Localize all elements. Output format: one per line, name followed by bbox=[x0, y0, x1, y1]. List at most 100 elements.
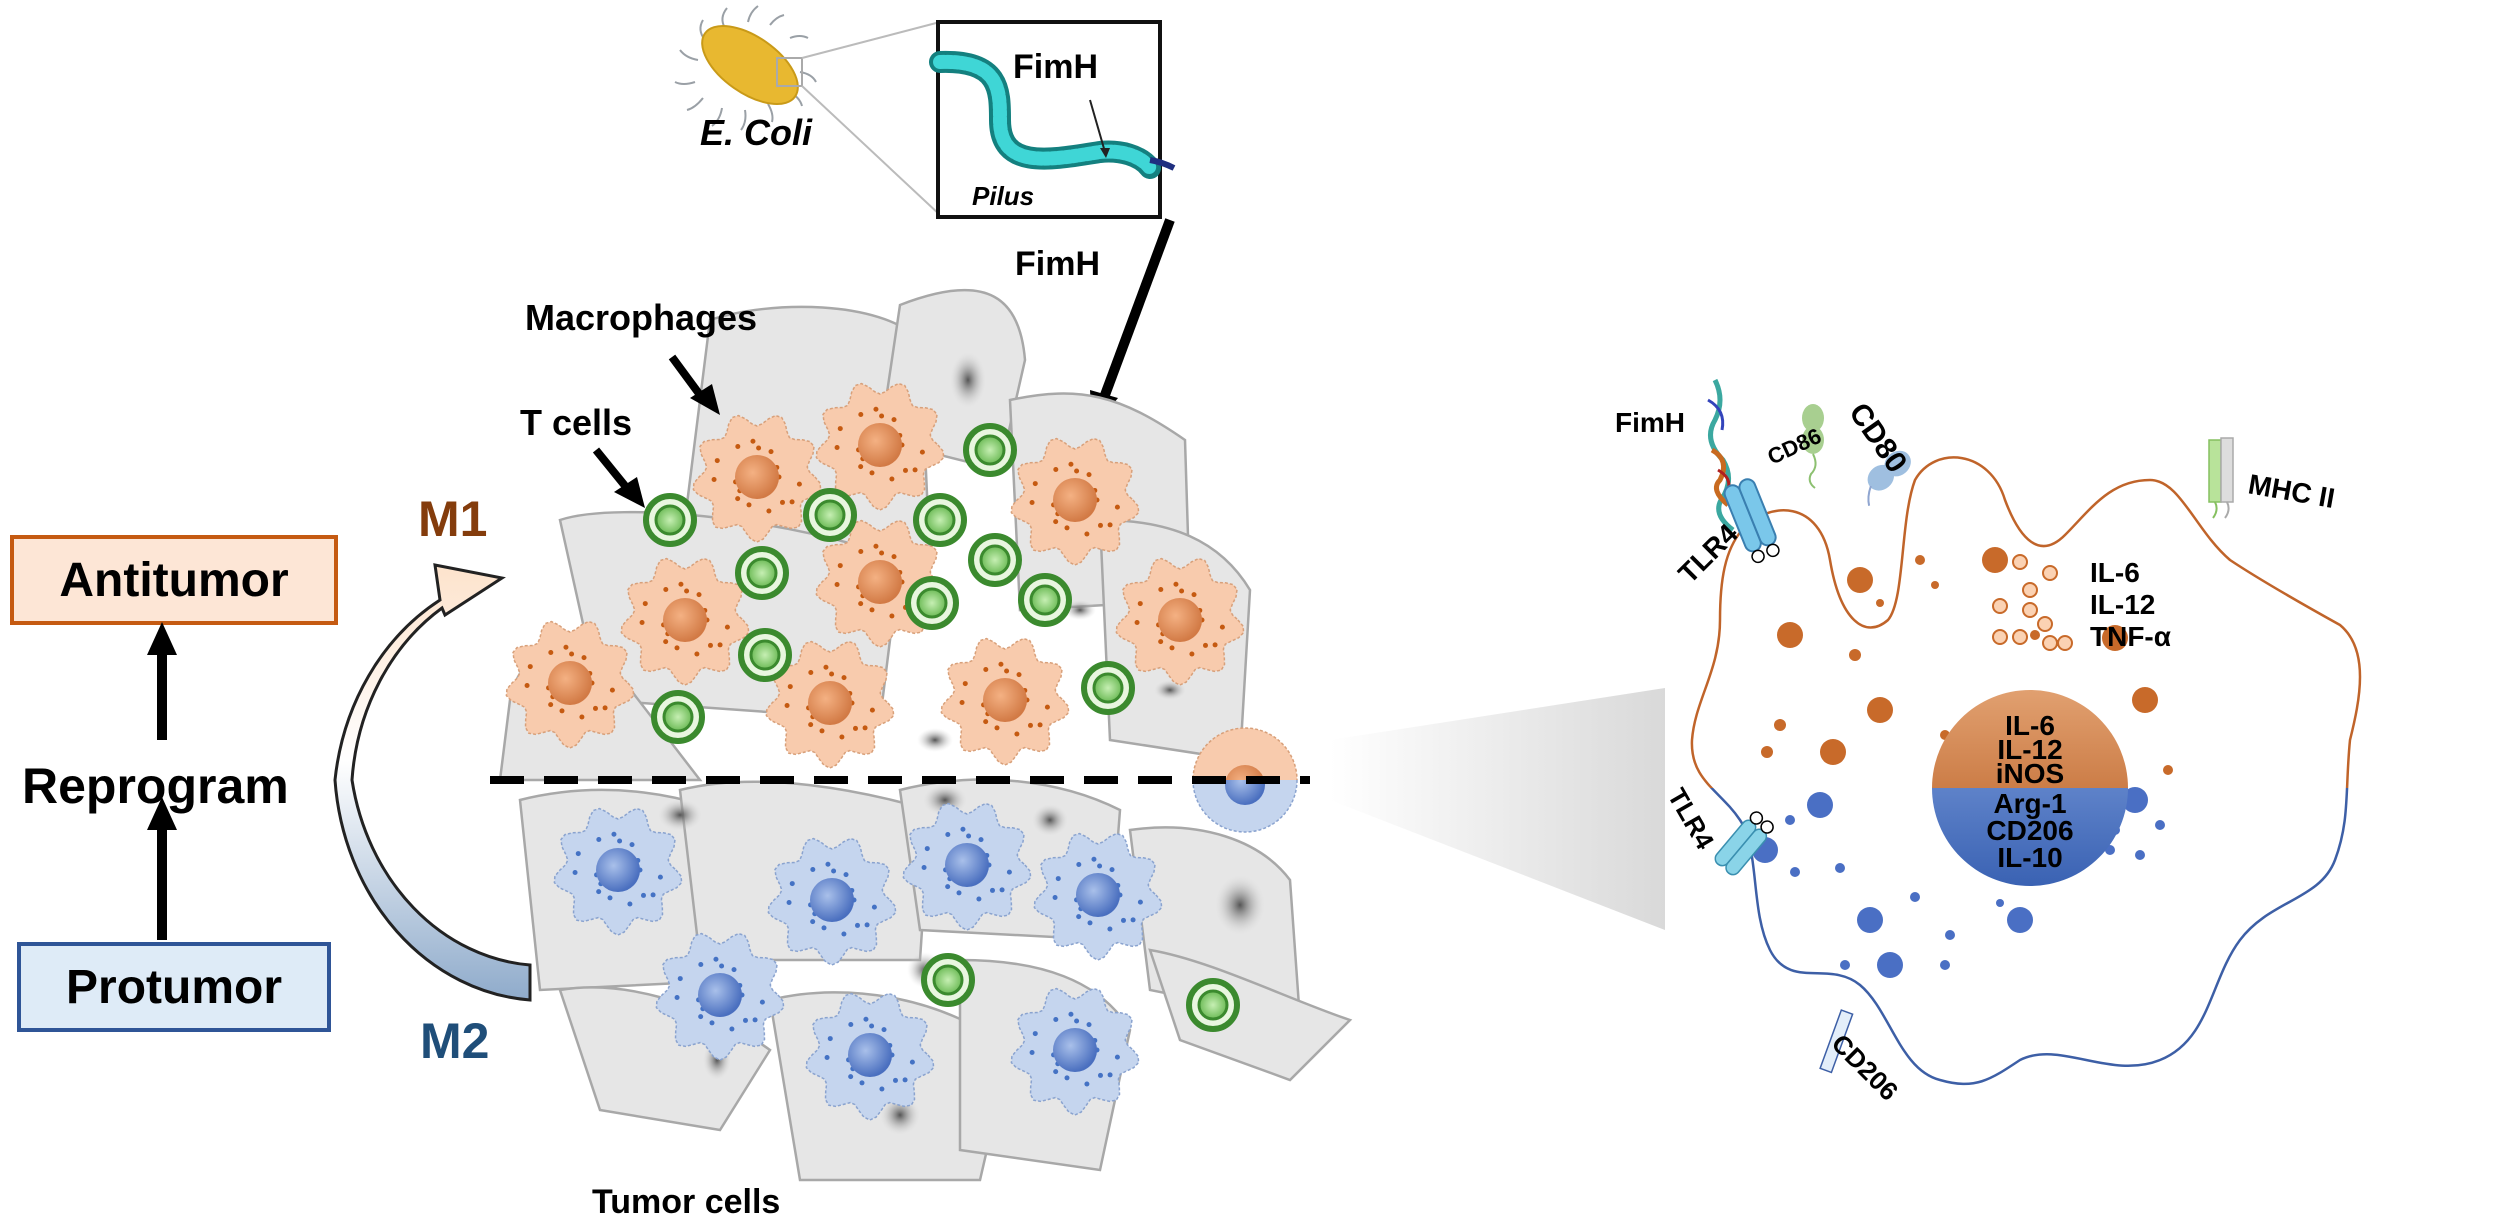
antitumor-box: Antitumor bbox=[10, 535, 338, 625]
nucleus bbox=[548, 661, 592, 705]
marker-il10: IL-10 bbox=[1997, 842, 2062, 873]
marker-cd206: CD206 bbox=[1986, 815, 2073, 846]
cytokine-particle bbox=[2057, 635, 2073, 651]
granule-m1 bbox=[1761, 746, 1773, 758]
fimh-protein-icon bbox=[1707, 378, 1735, 532]
granule-m2 bbox=[2135, 850, 2145, 860]
tumor-cells-label: Tumor cells bbox=[592, 1183, 780, 1221]
pilus-label: Pilus bbox=[972, 181, 1034, 211]
receptor-tlr4-bottom-label: TLR4 bbox=[1662, 783, 1721, 855]
granule-m2 bbox=[1807, 792, 1833, 818]
t-cells-pointer-arrow bbox=[592, 447, 645, 508]
m2-macrophage bbox=[1033, 832, 1163, 961]
t-cell bbox=[913, 493, 967, 547]
t-cell bbox=[1186, 978, 1240, 1032]
zoom-line-top bbox=[801, 21, 941, 59]
nucleus bbox=[808, 681, 852, 725]
marker-inos: iNOS bbox=[1996, 758, 2064, 789]
cytokine-particle bbox=[2022, 582, 2038, 598]
ecoli-label: E. Coli bbox=[700, 112, 813, 153]
t-cell bbox=[1018, 573, 1072, 627]
m2-macrophage bbox=[655, 932, 785, 1061]
m2-macrophage bbox=[1010, 987, 1140, 1116]
t-cell bbox=[651, 690, 705, 744]
cytokine-il12: IL-12 bbox=[2090, 589, 2155, 620]
cytokine-particle bbox=[2042, 565, 2058, 581]
granule-m2 bbox=[1940, 960, 1950, 970]
t-cell bbox=[921, 953, 975, 1007]
m1-label: M1 bbox=[418, 491, 488, 547]
m1-macrophage bbox=[1010, 437, 1140, 566]
cytokine-particle bbox=[2022, 602, 2038, 618]
m1-macrophage bbox=[1115, 557, 1245, 686]
granule-m1 bbox=[2163, 765, 2173, 775]
nucleus bbox=[698, 973, 742, 1017]
granule-m2 bbox=[1790, 867, 1800, 877]
granule-m1 bbox=[1931, 581, 1939, 589]
granule-m1 bbox=[1867, 697, 1893, 723]
t-cells bbox=[643, 423, 1240, 1032]
granule-m1 bbox=[2030, 630, 2040, 640]
t-cell bbox=[738, 628, 792, 682]
nucleus bbox=[1076, 873, 1120, 917]
inset-fimh-label: FimH bbox=[1013, 48, 1098, 86]
nucleus bbox=[663, 598, 707, 642]
cytokine-tnfa: TNF-α bbox=[2090, 621, 2171, 652]
granule-m1 bbox=[1777, 622, 1803, 648]
marker-arg1: Arg-1 bbox=[1993, 788, 2066, 819]
nucleus bbox=[858, 560, 902, 604]
nucleus bbox=[983, 678, 1027, 722]
nucleus bbox=[810, 878, 854, 922]
protumor-box: Protumor bbox=[17, 942, 331, 1032]
reprogram-label: Reprogram bbox=[22, 758, 289, 814]
granule-m1 bbox=[1876, 599, 1884, 607]
granule-m2 bbox=[1835, 863, 1845, 873]
tlr4-top-receptor-icon bbox=[1723, 478, 1780, 564]
granule-m2 bbox=[2155, 820, 2165, 830]
cytokine-particle bbox=[1992, 598, 2008, 614]
m2-macrophage bbox=[805, 992, 935, 1121]
granule-m1 bbox=[1982, 547, 2008, 573]
nucleus-m1-half bbox=[1932, 690, 2128, 788]
ecoli-bacterium-icon bbox=[674, 5, 817, 131]
nucleus-m1-markers: IL-6 IL-12 iNOS bbox=[1996, 710, 2064, 789]
m2-macrophage bbox=[767, 837, 897, 966]
secreted-cytokines-list: IL-6 IL-12 TNF-α bbox=[2090, 557, 2171, 652]
marker-il6: IL-6 bbox=[2005, 710, 2055, 741]
granule-m2 bbox=[1877, 952, 1903, 978]
granule-m2 bbox=[2122, 787, 2148, 813]
m1-macrophage bbox=[620, 557, 750, 686]
macrophages-pointer-arrow bbox=[668, 354, 720, 415]
nucleus bbox=[596, 848, 640, 892]
granule-m1 bbox=[1849, 649, 1861, 661]
t-cell bbox=[905, 576, 959, 630]
m2-macrophages bbox=[553, 802, 1163, 1121]
macrophage-detail bbox=[1690, 456, 2362, 1086]
nucleus bbox=[945, 843, 989, 887]
t-cell bbox=[963, 423, 1017, 477]
cd80-receptor-icon bbox=[1867, 450, 1911, 507]
curved-arrow-m2-to-m1 bbox=[333, 563, 532, 1002]
granule-m2 bbox=[1945, 930, 1955, 940]
m1-macrophage bbox=[765, 640, 895, 769]
granule-m1 bbox=[2132, 687, 2158, 713]
granule-m2 bbox=[1857, 907, 1883, 933]
granule-m1 bbox=[1774, 719, 1786, 731]
nucleus bbox=[1158, 598, 1202, 642]
m1-macrophage bbox=[940, 637, 1070, 766]
arrow-reprogram-to-antitumor bbox=[147, 622, 177, 740]
m1-macrophage bbox=[505, 620, 635, 749]
nucleus bbox=[1053, 478, 1097, 522]
nucleus bbox=[848, 1033, 892, 1077]
nucleus bbox=[1053, 1028, 1097, 1072]
t-cell bbox=[643, 493, 697, 547]
m2-macrophage bbox=[553, 807, 683, 936]
granule-m2 bbox=[1910, 892, 1920, 902]
fimh-arrow-label: FimH bbox=[1015, 245, 1100, 283]
m2-label: M2 bbox=[420, 1013, 490, 1069]
protumor-label: Protumor bbox=[66, 960, 282, 1014]
cytokine-il6: IL-6 bbox=[2090, 557, 2140, 588]
secreted-cytokine-particles bbox=[1992, 554, 2073, 651]
marker-il12: IL-12 bbox=[1997, 734, 2062, 765]
granule-m2 bbox=[2007, 907, 2033, 933]
